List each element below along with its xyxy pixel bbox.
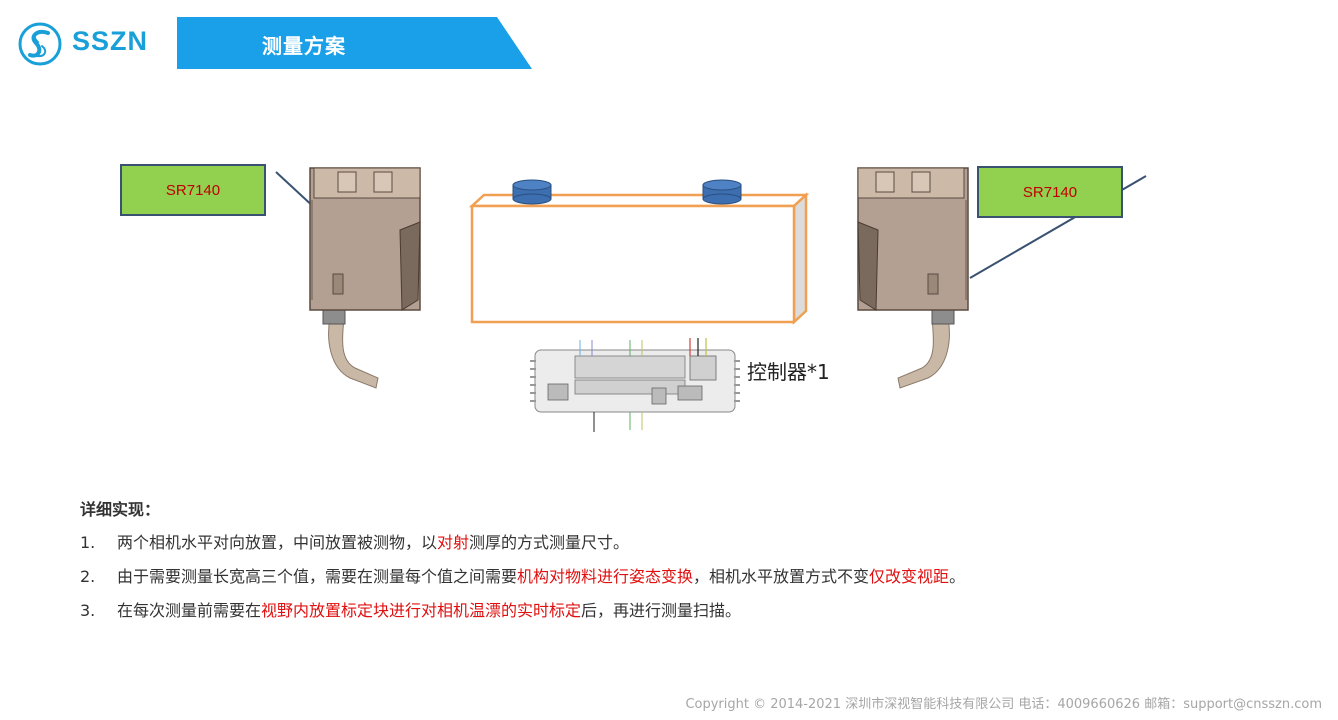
list-item-highlight: 对射 xyxy=(437,533,470,552)
controller-label: 控制器*1 xyxy=(747,360,830,384)
controller-unit xyxy=(530,338,740,432)
sensor-label-right: SR7140 xyxy=(977,166,1123,218)
list-item: 3. 在每次测量前需要在视野内放置标定块进行对相机温漂的实时标定后，再进行测量扫描… xyxy=(80,597,741,621)
list-item-text: 测厚的方式测量尺寸。 xyxy=(469,533,630,552)
list-item-highlight: 视野内放置标定块进行对相机温漂的实时标定 xyxy=(261,601,582,620)
list-item-text: 在每次测量前需要在 xyxy=(117,601,262,620)
sszn-logo-icon xyxy=(18,22,62,66)
title-banner xyxy=(177,17,532,69)
footer-copyright: Copyright © 2014-2021 深圳市深视智能科技有限公司 电话：4… xyxy=(685,697,1322,712)
list-item-text: ，相机水平放置方式不变 xyxy=(693,567,870,586)
list-item-text: 后，再进行测量扫描。 xyxy=(581,601,742,620)
left-sensor xyxy=(309,167,421,389)
right-sensor xyxy=(857,167,969,389)
logo-text: SSZN xyxy=(72,26,149,56)
list-item-number: 1. xyxy=(80,533,96,552)
list-item: 2. 由于需要测量长宽高三个值，需要在测量每个值之间需要机构对物料进行姿态变换，相… xyxy=(80,563,965,587)
calibration-block-right xyxy=(702,179,742,205)
list-item-text: 。 xyxy=(949,567,966,586)
list-item-text: 由于需要测量长宽高三个值，需要在测量每个值之间需要 xyxy=(117,567,518,586)
list-item-number: 3. xyxy=(80,601,96,620)
page-title: 测量方案 xyxy=(262,34,346,58)
list-item-number: 2. xyxy=(80,567,96,586)
list-item-highlight: 仅改变视距 xyxy=(869,567,950,586)
details-heading: 详细实现： xyxy=(80,500,161,519)
list-item: 1. 两个相机水平对向放置，中间放置被测物，以对射测厚的方式测量尺寸。 xyxy=(80,529,629,553)
measured-object xyxy=(468,192,810,325)
calibration-block-left xyxy=(512,179,552,205)
list-item-highlight: 机构对物料进行姿态变换 xyxy=(517,567,694,586)
list-item-text: 两个相机水平对向放置，中间放置被测物，以 xyxy=(117,533,438,552)
sensor-label-left: SR7140 xyxy=(120,164,266,216)
